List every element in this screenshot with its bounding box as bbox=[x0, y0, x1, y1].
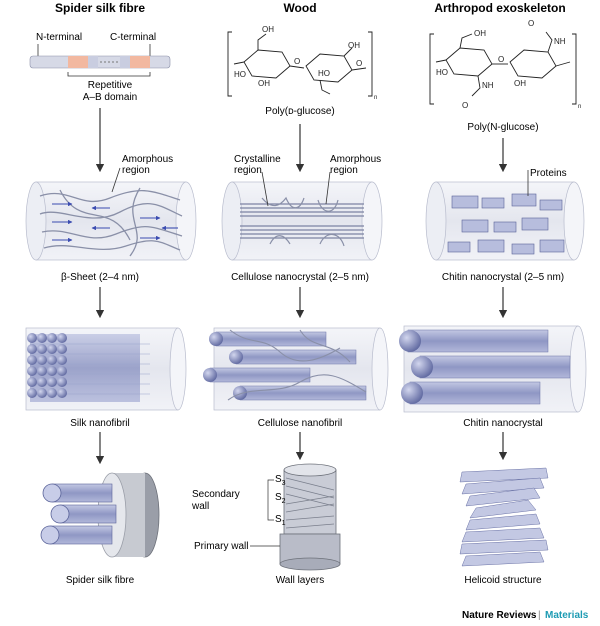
chitin-fibril-bundle bbox=[399, 325, 587, 413]
chitin-o-top: O bbox=[528, 19, 534, 28]
silk-amorphous-label-2: region bbox=[122, 165, 150, 176]
crystalline-label-2: region bbox=[234, 165, 262, 176]
repetitive-label: Repetitive bbox=[88, 80, 133, 91]
silk-amorphous-label-1: Amorphous bbox=[122, 154, 173, 165]
wall-layers-model bbox=[250, 463, 341, 571]
cellulose-o-link: O bbox=[294, 57, 300, 66]
cellulose-oh-1: OH bbox=[262, 25, 274, 34]
layer-s1: S1 bbox=[275, 514, 286, 527]
chitin-structure bbox=[429, 31, 577, 105]
silk-nanofibril bbox=[25, 327, 187, 411]
silk-fibril-ends bbox=[27, 333, 67, 398]
chitin-oh-1: OH bbox=[474, 29, 486, 38]
chitin-oh-2: OH bbox=[514, 79, 526, 88]
chitin-nanocrystal-caption-2: Chitin nanocrystal bbox=[463, 418, 542, 429]
layer-s3: S3 bbox=[275, 474, 286, 487]
spider-silk-fibre-model bbox=[40, 472, 160, 558]
flow-arrows bbox=[95, 108, 508, 465]
wood-amorphous-label-1: Amorphous bbox=[330, 154, 381, 165]
helicoid-caption: Helicoid structure bbox=[464, 575, 542, 586]
chitin-o-link: O bbox=[498, 55, 504, 64]
chitin-ho-1: HO bbox=[436, 68, 448, 77]
primary-wall-label: Primary wall bbox=[194, 541, 248, 552]
beta-sheet-cylinder: Amorphous region bbox=[25, 154, 197, 261]
silk-nanofibril-caption: Silk nanofibril bbox=[70, 418, 129, 429]
cellulose-o-end: O bbox=[356, 59, 362, 68]
chitin-nh-2: NH bbox=[554, 37, 566, 46]
spider-silk-fibre-caption: Spider silk fibre bbox=[66, 575, 135, 586]
n-terminal-label: N-terminal bbox=[36, 32, 82, 43]
beta-sheet-caption: β-Sheet (2–4 nm) bbox=[61, 272, 139, 283]
secondary-wall-label-2: wall bbox=[191, 501, 209, 512]
column-title-wood: Wood bbox=[283, 1, 316, 15]
ab-domain-label: A–B domain bbox=[83, 92, 137, 103]
layer-s2: S2 bbox=[275, 492, 286, 505]
cellulose-nanocrystal-cylinder: Crystalline region Amorphous region bbox=[221, 154, 383, 261]
proteins-label: Proteins bbox=[530, 168, 567, 179]
cellulose-nanocrystal-caption: Cellulose nanocrystal (2–5 nm) bbox=[231, 272, 369, 283]
chitin-nanocrystal-caption: Chitin nanocrystal (2–5 nm) bbox=[442, 272, 564, 283]
chitin-nanocrystal-cylinder: Proteins bbox=[425, 168, 585, 261]
cellulose-oh-3: OH bbox=[348, 41, 360, 50]
footer-separator: | bbox=[538, 610, 541, 621]
cellulose-nanofibril-caption: Cellulose nanofibril bbox=[258, 418, 343, 429]
silk-protein-chain: N-terminal C-terminal Repetitive A–B dom… bbox=[29, 32, 171, 103]
cellulose-structure bbox=[227, 31, 373, 97]
column-title-silk: Spider silk fibre bbox=[55, 1, 145, 15]
column-title-arthropod: Arthropod exoskeleton bbox=[434, 1, 565, 15]
crystalline-label-1: Crystalline bbox=[234, 154, 281, 165]
chitin-molecule-caption: Poly(N-glucose) bbox=[467, 122, 538, 133]
wood-amorphous-label-2: region bbox=[330, 165, 358, 176]
cellulose-ho-2: HO bbox=[318, 69, 330, 78]
cellulose-nanofibril bbox=[203, 327, 389, 411]
wall-layers-caption: Wall layers bbox=[276, 575, 325, 586]
cellulose-oh-2: OH bbox=[258, 79, 270, 88]
footer-section: Materials bbox=[545, 610, 589, 621]
c-terminal-label: C-terminal bbox=[110, 32, 156, 43]
chitin-o-bottom: O bbox=[462, 101, 468, 110]
chitin-n: n bbox=[578, 104, 581, 110]
cellulose-molecule-caption: Poly(ᴅ-glucose) bbox=[265, 106, 334, 117]
chitin-nh-1: NH bbox=[482, 81, 494, 90]
helicoid-structure-model bbox=[459, 467, 549, 567]
cellulose-n: n bbox=[374, 95, 377, 101]
secondary-wall-label-1: Secondary bbox=[192, 489, 240, 500]
cellulose-ho-1: HO bbox=[234, 70, 246, 79]
footer-journal: Nature Reviews bbox=[462, 610, 537, 621]
